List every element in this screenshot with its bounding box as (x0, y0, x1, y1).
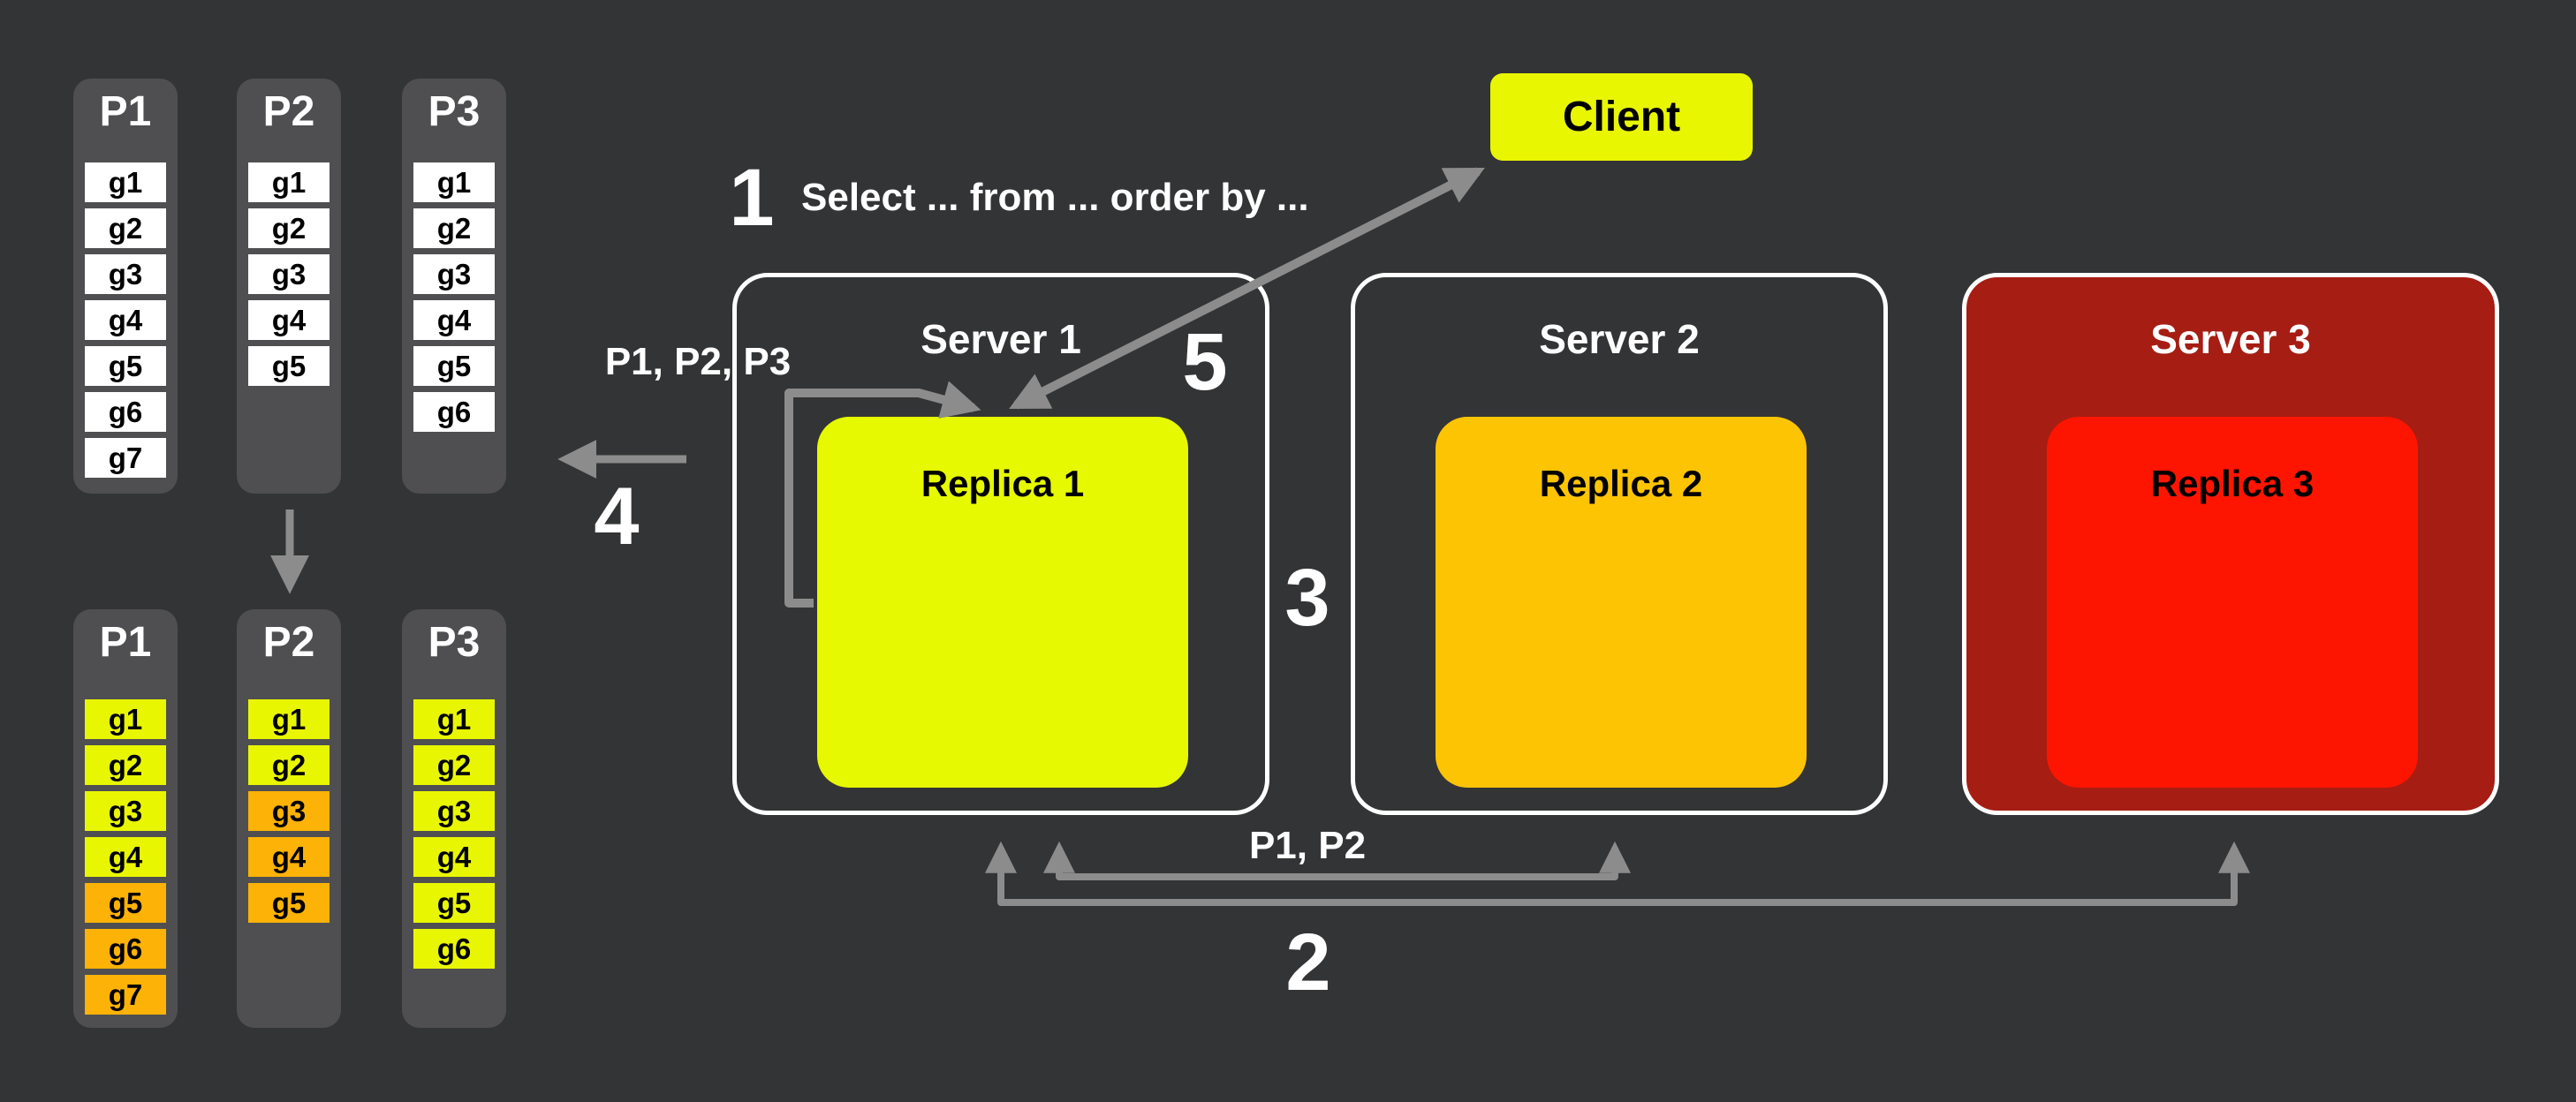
server3-bracket-arrow (985, 841, 2250, 906)
step2-number: 2 (1285, 917, 1331, 1008)
group-box-g5: g5 (85, 883, 166, 923)
replica3-box: Replica 3 (2047, 417, 2418, 788)
partition-title: P3 (428, 88, 481, 135)
step1-number: 1 (729, 153, 775, 243)
group-box-g7: g7 (85, 438, 166, 478)
group-box-g4: g4 (248, 300, 330, 340)
partition-after-p1: P1 g1 g2 g3 g4 g5 g6 g7 (73, 609, 178, 1028)
group-box-g4: g4 (85, 837, 166, 877)
group-box-g2: g2 (85, 208, 166, 248)
replica2-label: Replica 2 (1539, 463, 1703, 504)
group-box-g1: g1 (413, 162, 495, 202)
group-box-g3: g3 (413, 254, 495, 294)
replica3-label: Replica 3 (2150, 463, 2315, 504)
server2-label: Server 2 (1539, 316, 1700, 362)
client-box: Client (1490, 73, 1753, 161)
group-box-g1: g1 (413, 699, 495, 739)
replica2-box: Replica 2 (1436, 417, 1807, 788)
group-box-g2: g2 (85, 745, 166, 785)
partition-after-p3: P3 g1 g2 g3 g4 g5 g6 (402, 609, 506, 1028)
group-box-g5: g5 (248, 883, 330, 923)
group-box-g6: g6 (413, 392, 495, 432)
group-box-g2: g2 (248, 208, 330, 248)
group-box-g7: g7 (85, 975, 166, 1015)
group-box-g6: g6 (85, 392, 166, 432)
group-box-g1: g1 (85, 699, 166, 739)
step5-number: 5 (1182, 317, 1228, 407)
group-box-g3: g3 (248, 791, 330, 831)
group-box-g5: g5 (248, 346, 330, 386)
group-list: g1 g2 g3 g4 g5 (248, 699, 330, 923)
replica1-box: Replica 1 (817, 417, 1188, 788)
partition-before-p2: P2 g1 g2 g3 g4 g5 (237, 79, 341, 494)
group-list: g1 g2 g3 g4 g5 g6 g7 (85, 699, 166, 1015)
partition-title: P2 (262, 88, 315, 135)
group-box-g5: g5 (85, 346, 166, 386)
partition-title: P3 (428, 619, 481, 666)
group-box-g4: g4 (248, 837, 330, 877)
group-box-g2: g2 (248, 745, 330, 785)
group-box-g6: g6 (413, 929, 495, 969)
server3-box: Server 3 Replica 3 (1962, 273, 2499, 815)
partition-title: P2 (262, 619, 315, 666)
group-box-g1: g1 (248, 699, 330, 739)
group-box-g4: g4 (413, 837, 495, 877)
server3-label: Server 3 (2150, 316, 2311, 362)
partitions-requested-label: P1, P2, P3 (604, 340, 792, 383)
group-list: g1 g2 g3 g4 g5 (248, 162, 330, 386)
step4-number: 4 (594, 472, 640, 562)
group-box-g6: g6 (85, 929, 166, 969)
group-box-g5: g5 (413, 883, 495, 923)
partition-after-p2: P2 g1 g2 g3 g4 g5 (237, 609, 341, 1028)
group-box-g3: g3 (85, 791, 166, 831)
group-box-g2: g2 (413, 208, 495, 248)
group-box-g5: g5 (413, 346, 495, 386)
step3-number: 3 (1284, 553, 1330, 643)
group-list: g1 g2 g3 g4 g5 g6 (413, 162, 495, 432)
group-box-g4: g4 (85, 300, 166, 340)
group-box-g1: g1 (85, 162, 166, 202)
partitions-returned-label: P1, P2 (1248, 824, 1367, 867)
group-box-g3: g3 (85, 254, 166, 294)
replica1-label: Replica 1 (921, 463, 1085, 504)
group-box-g1: g1 (248, 162, 330, 202)
group-box-g4: g4 (413, 300, 495, 340)
query-text: Select ... from ... order by ... (801, 176, 1309, 219)
partition-before-p1: P1 g1 g2 g3 g4 g5 g6 g7 (73, 79, 178, 494)
group-list: g1 g2 g3 g4 g5 g6 g7 (85, 162, 166, 478)
group-box-g3: g3 (248, 254, 330, 294)
partition-before-p3: P3 g1 g2 g3 g4 g5 g6 (402, 79, 506, 494)
group-list: g1 g2 g3 g4 g5 g6 (413, 699, 495, 969)
partition-title: P1 (99, 88, 152, 135)
server2-box: Server 2 Replica 2 (1351, 273, 1888, 815)
group-box-g3: g3 (413, 791, 495, 831)
group-box-g2: g2 (413, 745, 495, 785)
partition-title: P1 (99, 619, 152, 666)
